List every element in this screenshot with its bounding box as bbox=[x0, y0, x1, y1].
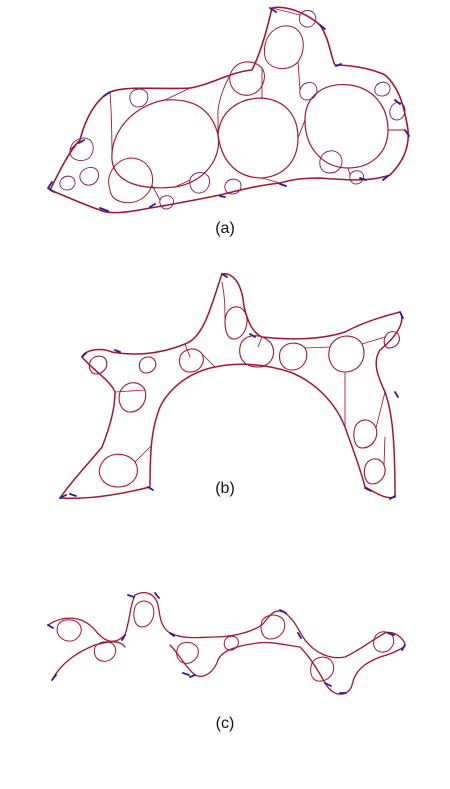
panel-caption-b: (b) bbox=[215, 480, 235, 497]
network-outline bbox=[47, 592, 406, 659]
panel-b: (b) bbox=[0, 262, 450, 512]
network-edges bbox=[69, 7, 405, 201]
network-cell bbox=[88, 306, 400, 488]
network-outline bbox=[49, 6, 410, 214]
node-clusters bbox=[47, 592, 406, 694]
network-cell bbox=[229, 61, 265, 96]
node-clusters bbox=[59, 273, 404, 500]
panel-caption-a: (a) bbox=[215, 220, 235, 237]
network-cell bbox=[217, 97, 299, 179]
network-edges bbox=[114, 281, 386, 466]
panel-a: (a) bbox=[0, 0, 450, 245]
network-outline bbox=[51, 641, 406, 695]
node-clusters bbox=[47, 7, 410, 212]
network-diagram-c bbox=[47, 592, 406, 695]
network-outline bbox=[59, 273, 403, 500]
panel-c: (c) bbox=[0, 585, 450, 750]
panel-caption-c: (c) bbox=[215, 715, 235, 732]
network-diagram-a bbox=[47, 6, 410, 214]
network-cell bbox=[111, 99, 220, 189]
network-cell bbox=[108, 157, 154, 204]
network-cell bbox=[263, 25, 304, 69]
network-cell bbox=[59, 10, 406, 210]
network-diagram-b bbox=[59, 273, 404, 500]
network-cell bbox=[304, 83, 389, 169]
network-cell bbox=[56, 600, 395, 682]
